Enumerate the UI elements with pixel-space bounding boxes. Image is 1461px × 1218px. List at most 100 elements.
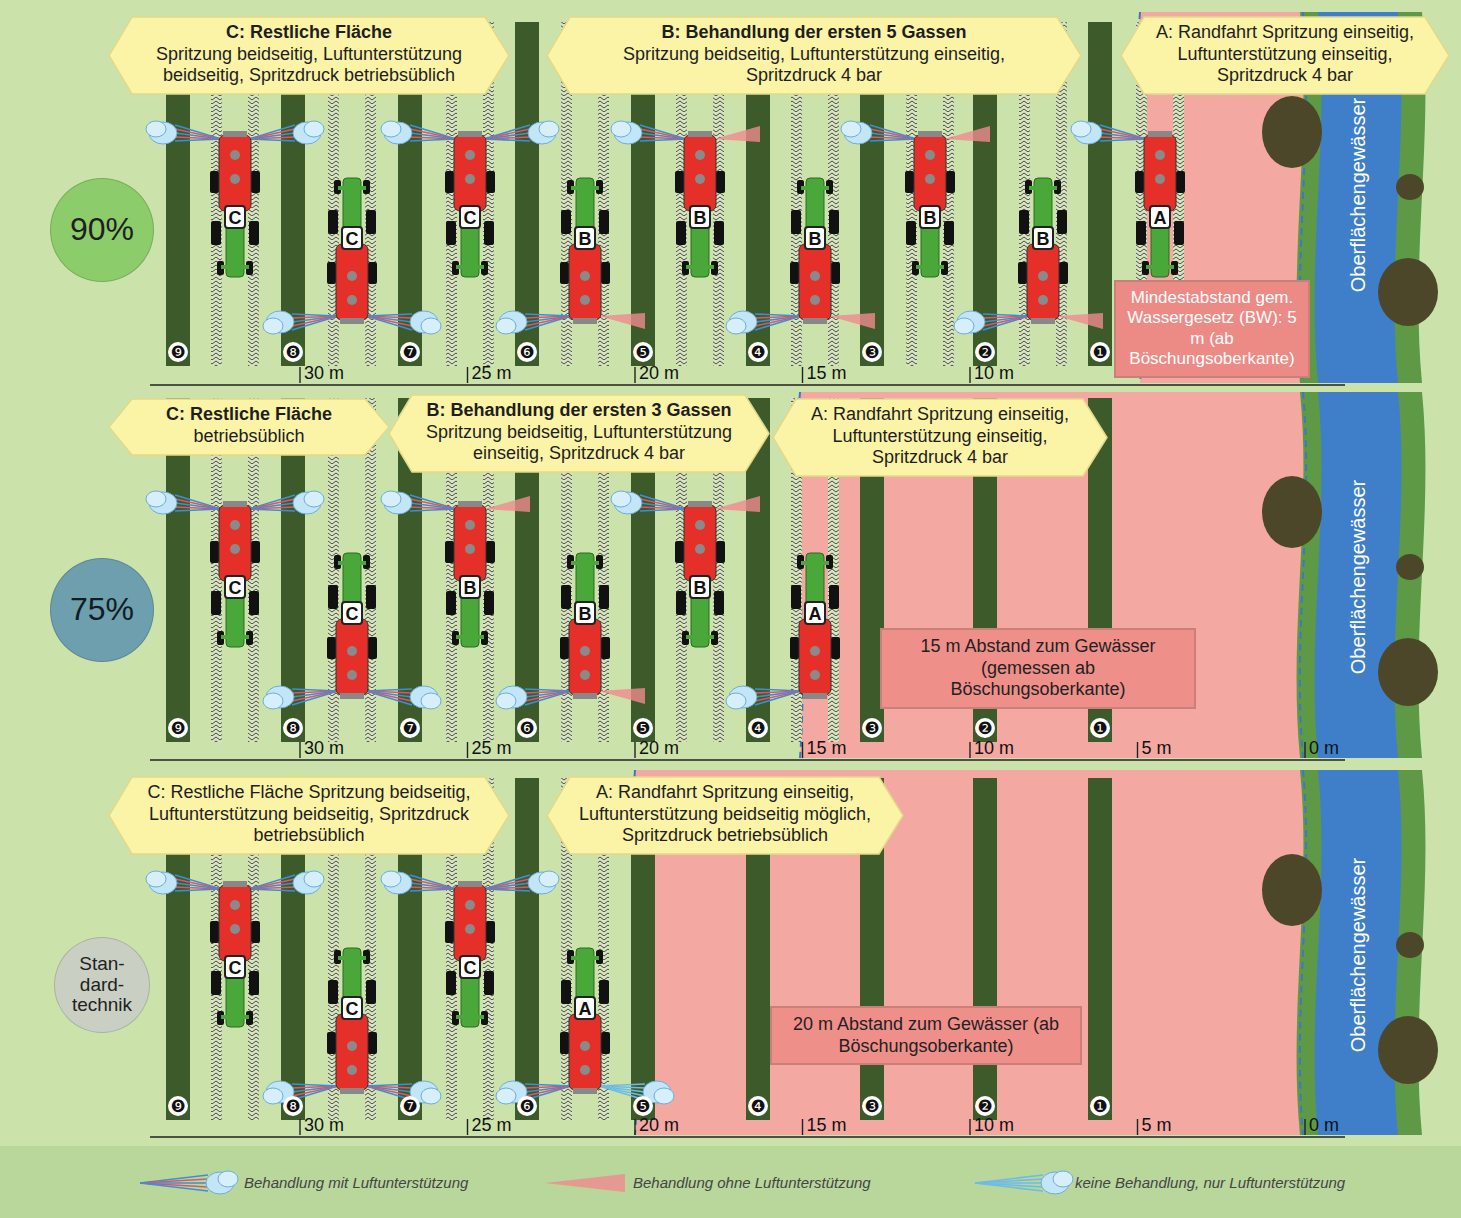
air-cloud (1071, 121, 1091, 137)
distance-box: 15 m Abstand zum Gewässer (gemessen ab B… (880, 628, 1196, 709)
spray-line (755, 691, 801, 705)
air-cloud (726, 693, 746, 709)
spray-fan (1057, 313, 1103, 329)
tank-lid (695, 174, 705, 184)
wheel (560, 637, 569, 659)
callout-heading: C: Restliche Fläche (138, 404, 360, 426)
distance-box: Mindestabstand gem. Wassergesetz (BW): 5… (1114, 280, 1310, 378)
wheel (210, 541, 219, 563)
wheel (560, 262, 569, 284)
row-number: ❻ (517, 342, 537, 362)
row-number: ❹ (748, 1096, 768, 1116)
sprayer-nozzle (918, 131, 942, 137)
wheel (906, 221, 916, 245)
wheel (1176, 171, 1185, 193)
sprayer-nozzle (803, 693, 827, 699)
axis-tick (1137, 1119, 1138, 1135)
spray-line (1100, 133, 1146, 139)
spray-line (410, 495, 456, 509)
air-cloud (218, 1171, 238, 1187)
spray-line (525, 1086, 571, 1092)
box-text: C: Restliche Fläche Spritzung beidseitig… (138, 782, 480, 847)
wheel (366, 210, 376, 234)
wheel (368, 637, 377, 659)
spray-line (599, 1086, 645, 1092)
spray-fan (599, 313, 645, 329)
tree (1378, 638, 1438, 706)
box-text: A: Randfahrt Spritzung einseitig, Luftun… (802, 404, 1078, 469)
sprayer-nozzle (223, 881, 247, 887)
spray-line (292, 1086, 338, 1096)
spray-line (366, 314, 412, 316)
tractor-letter: B (574, 226, 596, 250)
reduction-badge: 75% (50, 558, 154, 662)
air-cloud (146, 491, 166, 507)
legend-text: Behandlung mit Luftunterstützung (244, 1174, 468, 1191)
wheel (328, 210, 338, 234)
wheel (249, 221, 259, 245)
sprayer-tractor (726, 178, 875, 334)
tank-lid (347, 295, 357, 305)
front-axle (338, 956, 366, 960)
distance-mark: 25 m (472, 738, 512, 759)
box-text: betriebsüblich (138, 426, 360, 448)
spray-fan (714, 496, 760, 512)
sprayer-tractor (496, 553, 645, 709)
wheel (944, 221, 954, 245)
air-cloud (496, 318, 516, 334)
spray-line (410, 129, 456, 139)
air-cloud (146, 121, 166, 137)
spray-line (175, 495, 221, 509)
spray-line (249, 139, 295, 141)
tractor-letter: C (224, 205, 246, 229)
tractor-letter: C (341, 226, 363, 250)
spray-line (599, 1084, 645, 1086)
air-cloud (304, 121, 324, 137)
wheel (328, 585, 338, 609)
air-cloud (304, 491, 324, 507)
axis-tick (634, 367, 635, 383)
spray-line (755, 316, 801, 326)
axis-tick (299, 1119, 300, 1135)
box-text: 75% (70, 592, 134, 627)
tank-lid (347, 1041, 357, 1051)
box-text: 15 m Abstand zum Gewässer (gemessen ab B… (892, 636, 1184, 701)
wheel (210, 921, 219, 943)
box-text: Stan-dard-technik (67, 954, 137, 1017)
spray-line (755, 691, 801, 697)
wheel (1057, 210, 1067, 234)
spray-line (140, 1175, 208, 1183)
wheel (484, 971, 494, 995)
air-cloud (263, 1088, 283, 1104)
sprayer-nozzle (573, 1088, 597, 1094)
spray-line (249, 499, 295, 509)
spray-line (249, 883, 295, 889)
spray-line (249, 875, 295, 889)
front-axle (801, 186, 829, 190)
water-band: Oberflächengewässer (1330, 412, 1386, 742)
legend-icon (545, 1174, 625, 1192)
wheel (946, 171, 955, 193)
bank-edge (1300, 770, 1306, 1135)
sprayer-tractor (381, 871, 559, 1027)
wheel (251, 171, 260, 193)
spray-line (175, 889, 221, 891)
sprayer-nozzle (223, 501, 247, 507)
air-cloud (421, 1088, 441, 1104)
air-cloud (304, 871, 324, 887)
spray-line (1100, 129, 1146, 139)
spray-line (755, 314, 801, 316)
spray-line (755, 691, 801, 701)
tank-lid (465, 544, 475, 554)
callout-box: A: Randfahrt Spritzung einseitig, Luftun… (546, 776, 904, 855)
axis-tick (969, 1119, 970, 1135)
front-axle (686, 635, 714, 639)
spray-line (410, 125, 456, 139)
spray-fan (599, 688, 645, 704)
tank-lid (347, 271, 357, 281)
tank-lid (1155, 150, 1165, 160)
air-cloud (1053, 1171, 1073, 1187)
wheel (790, 637, 799, 659)
wheel (249, 591, 259, 615)
